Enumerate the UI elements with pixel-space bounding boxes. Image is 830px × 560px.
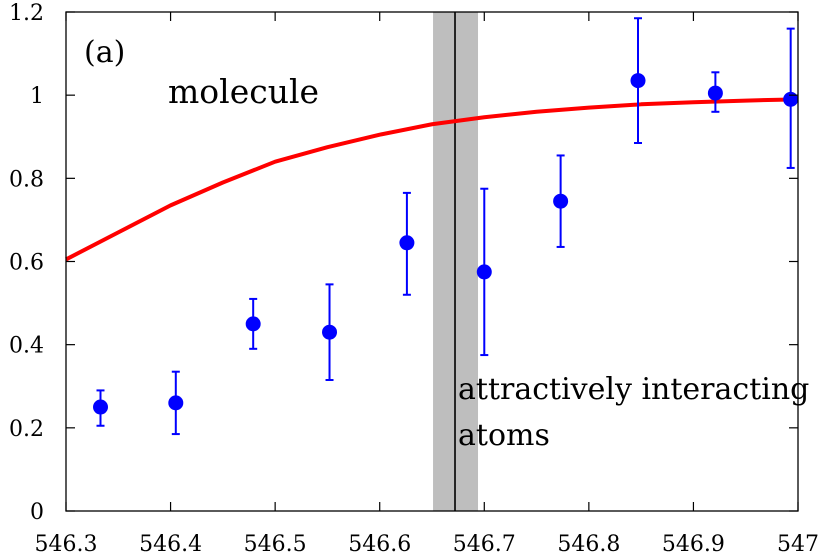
annotation-atoms: atoms bbox=[458, 418, 550, 453]
data-point bbox=[322, 324, 338, 340]
y-tick-label: 0.4 bbox=[9, 334, 44, 359]
x-tick-label: 547 bbox=[777, 532, 819, 557]
ticks-layer bbox=[65, 11, 799, 512]
y-tick-label: 0.8 bbox=[9, 167, 44, 192]
y-tick-label: 0.6 bbox=[9, 251, 44, 276]
data-point bbox=[93, 399, 109, 415]
x-tick-label: 546.9 bbox=[662, 532, 725, 557]
data-point bbox=[168, 395, 184, 411]
points-layer bbox=[93, 17, 799, 436]
x-tick-label: 546.7 bbox=[453, 532, 516, 557]
data-point bbox=[245, 316, 261, 332]
x-tick-label: 546.3 bbox=[35, 532, 98, 557]
annotation-attractively-interacting: attractively interacting bbox=[458, 372, 809, 407]
fit-curve bbox=[65, 97, 799, 262]
x-tick-label: 546.5 bbox=[244, 532, 307, 557]
data-point bbox=[630, 73, 646, 89]
curve-layer bbox=[65, 97, 799, 262]
data-point bbox=[399, 235, 415, 251]
data-point bbox=[783, 91, 799, 107]
y-tick-label: 1.2 bbox=[9, 1, 44, 26]
data-point bbox=[707, 85, 723, 101]
data-point bbox=[476, 264, 492, 280]
y-tick-label: 0 bbox=[30, 500, 44, 525]
x-tick-label: 546.6 bbox=[348, 532, 411, 557]
x-tick-label: 546.4 bbox=[139, 532, 202, 557]
panel-label: (a) bbox=[84, 35, 125, 70]
y-tick-label: 0.2 bbox=[9, 417, 44, 442]
tick-labels-layer: 546.3 546.4 546.5 546.6 546.7 546.8 546.9 547 0 0… bbox=[9, 1, 819, 557]
x-tick-label: 546.8 bbox=[557, 532, 620, 557]
annotation-molecule: molecule bbox=[168, 72, 319, 111]
y-tick-label: 1 bbox=[30, 84, 44, 109]
data-point bbox=[553, 193, 569, 209]
